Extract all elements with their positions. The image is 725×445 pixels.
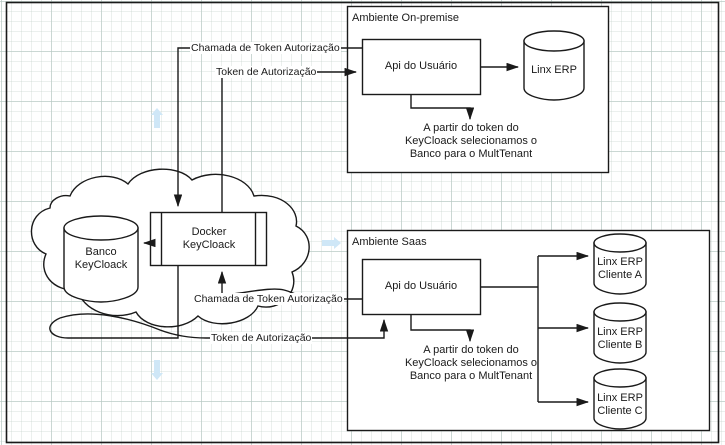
linx-erp-cliente-c-cylinder — [593, 368, 647, 430]
api-usuario-onpremise-box — [361, 38, 482, 96]
hint-arrow-up-icon[interactable] — [151, 108, 163, 128]
edge-label-onpremise-token: Token de Autorização — [215, 66, 318, 78]
linx-erp-cliente-b-cylinder — [593, 302, 647, 364]
docker-keycloack-shape — [149, 211, 268, 267]
linx-erp-cliente-a-cylinder — [593, 233, 647, 295]
linx-erp-onpremise-cylinder — [523, 30, 585, 101]
hint-arrow-right-icon[interactable] — [322, 237, 341, 249]
canvas-border — [5, 1, 720, 444]
banco-keycloack-cylinder — [63, 215, 139, 303]
edge-api-to-note-onpremise — [410, 94, 475, 121]
edge-label-saas-token: Token de Autorização — [210, 332, 313, 344]
hint-arrow-down-icon[interactable] — [151, 360, 163, 380]
edge-api-saas-to-clientes — [480, 251, 590, 407]
edge-saas-token — [49, 265, 389, 339]
api-usuario-saas-box — [361, 258, 482, 316]
group-title-saas: Ambiente Saas — [352, 236, 427, 248]
edge-label-saas-chamada: Chamada de Token Autorização — [193, 293, 344, 305]
group-title-on-premise: Ambiente On-premise — [352, 12, 459, 24]
edge-api-to-note-saas — [410, 314, 475, 343]
edge-label-onpremise-chamada: Chamada de Token Autorização — [190, 42, 341, 54]
